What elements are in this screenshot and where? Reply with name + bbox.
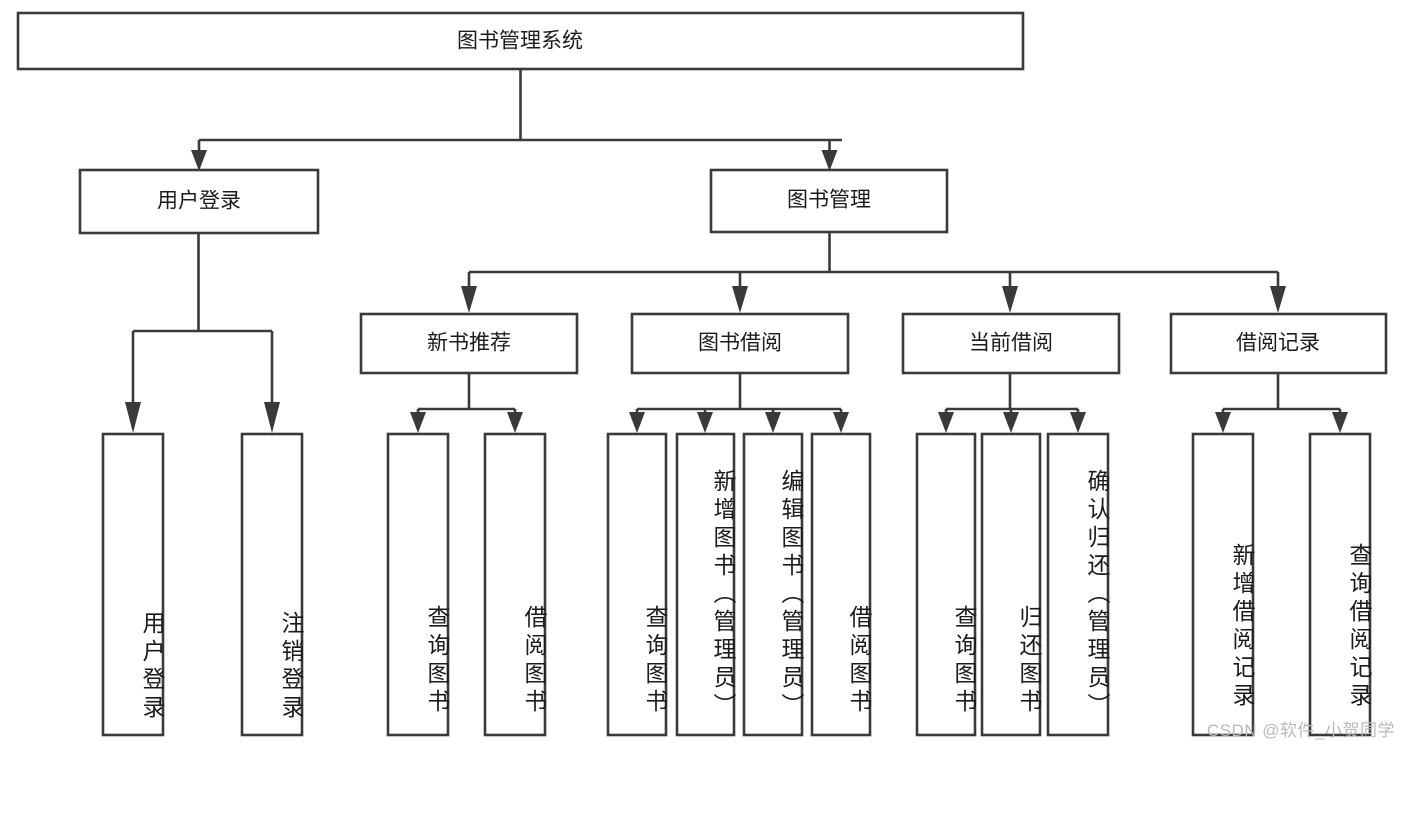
- arrow-head-leaf-confirm-return: [1070, 412, 1086, 433]
- arrow-head-leaf-borrow-book: [833, 412, 849, 433]
- arrow-head-leaf-query-book-cur: [938, 412, 954, 433]
- node-leaf-user-login-box[interactable]: [101, 432, 165, 737]
- node-root-label: 图书管理系统: [457, 30, 583, 53]
- node-leaf-query-borrow-record-box[interactable]: [1308, 432, 1372, 737]
- arrow-head-leaf-return-book: [1003, 412, 1019, 433]
- arrow-head-leaf-query-borrow-record: [1332, 412, 1348, 433]
- node-borrow-record[interactable]: 借阅记录: [1169, 312, 1388, 375]
- node-book-manage[interactable]: 图书管理: [709, 168, 949, 234]
- node-user-login-box: [78, 168, 320, 235]
- node-book-borrow-box: [630, 312, 850, 375]
- node-leaf-add-book-box[interactable]: [675, 432, 736, 737]
- arrow-head-book-manage: [821, 150, 838, 171]
- arrow-head-leaf-edit-book: [765, 412, 781, 433]
- arrow-head-user-login: [191, 150, 207, 171]
- node-leaf-query-book-cur-box[interactable]: [915, 432, 977, 737]
- connector-layer: [125, 69, 1348, 433]
- node-leaf-return-book-box[interactable]: [980, 432, 1042, 737]
- node-new-book-recommend-box: [359, 312, 579, 375]
- arrow-head-leaf-user-login: [125, 402, 141, 433]
- node-leaf-edit-book-box[interactable]: [742, 432, 804, 737]
- node-leaf-borrow-book-box[interactable]: [810, 432, 872, 737]
- node-leaf-query-book-borrow-box[interactable]: [606, 432, 668, 737]
- node-leaf-borrow-book-rec-box[interactable]: [483, 432, 547, 737]
- node-borrow-record-label: 借阅记录: [1236, 332, 1320, 355]
- arrow-head-leaf-borrow-book-rec: [507, 412, 523, 433]
- arrow-head-leaf-add-borrow-record: [1215, 412, 1231, 433]
- node-leaf-logout-box[interactable]: [240, 432, 304, 737]
- node-current-borrow[interactable]: 当前借阅: [901, 312, 1121, 375]
- arrow-head-leaf-add-book: [697, 412, 713, 433]
- node-current-borrow-box: [901, 312, 1121, 375]
- node-book-borrow-label: 图书借阅: [698, 332, 782, 355]
- arrow-head-new-book-recommend: [461, 286, 477, 313]
- node-book-borrow[interactable]: 图书借阅: [630, 312, 850, 375]
- arrow-head-borrow-record: [1270, 286, 1286, 313]
- node-new-book-recommend[interactable]: 新书推荐: [359, 312, 579, 375]
- node-root-box: [16, 11, 1025, 71]
- arrow-head-leaf-query-book-rec: [410, 412, 426, 433]
- arrow-head-current-borrow: [1002, 286, 1018, 313]
- tree-diagram-svg: 图书管理系统 用户登录 图书管理 新书推荐 图书借阅 当前借阅 借阅记录: [16, 11, 1388, 737]
- arrow-head-leaf-query-book-borrow: [629, 412, 645, 433]
- node-leaf-confirm-return-box[interactable]: [1046, 432, 1110, 737]
- node-leaf-add-borrow-record-box[interactable]: [1191, 432, 1255, 737]
- node-user-login-label: 用户登录: [157, 190, 241, 213]
- diagram-canvas: 图书管理系统 用户登录 图书管理 新书推荐 图书借阅 当前借阅 借阅记录: [16, 11, 1395, 740]
- csdn-watermark: CSDN @软件_小贺同学: [1206, 721, 1395, 740]
- node-user-login[interactable]: 用户登录: [78, 168, 320, 235]
- node-leaf-query-book-rec-box[interactable]: [386, 432, 450, 737]
- node-borrow-record-box: [1169, 312, 1388, 375]
- node-book-manage-label: 图书管理: [787, 189, 871, 212]
- node-current-borrow-label: 当前借阅: [969, 332, 1053, 355]
- leaf-box-layer: [101, 432, 1372, 737]
- node-root[interactable]: 图书管理系统: [16, 11, 1025, 71]
- arrow-head-leaf-logout: [264, 402, 280, 433]
- arrow-head-book-borrow: [732, 286, 748, 313]
- node-new-book-recommend-label: 新书推荐: [427, 332, 511, 355]
- node-book-manage-box: [709, 168, 949, 234]
